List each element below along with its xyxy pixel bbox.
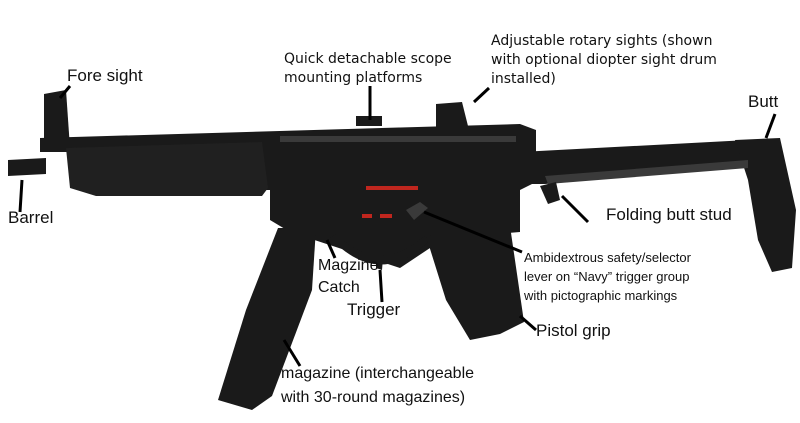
barrel-shape [8,158,46,176]
magazine-catch-label: Magzine Catch [318,257,379,296]
butt-stock [520,138,796,272]
selector-lever-shape [406,202,428,220]
safety-selector-label: Ambidextrous safety/selector lever on “N… [524,250,691,303]
leader-butt [764,113,777,139]
leader-mag-catch [325,239,337,259]
handguard [66,142,268,196]
butt-label: Butt [748,92,779,111]
rotary-sight-shape [436,102,468,128]
folding-butt-stud-label: Folding butt stud [606,205,732,224]
barrel-label: Barrel [8,208,54,227]
leader-grip [519,314,537,332]
scope-mount-label: Quick detachable scope mounting platform… [284,51,452,86]
leader-lines [18,85,777,367]
leader-butt-stud [560,194,590,224]
trigger-guard [330,234,430,265]
butt-stud-shape [540,182,560,204]
receiver [40,124,536,268]
leader-fore-sight [58,85,72,99]
leader-barrel [18,179,24,213]
red-markings [362,186,418,218]
leader-magazine [282,339,302,367]
leader-trigger [378,269,384,303]
rotary-sights-label: Adjustable rotary sights (shown with opt… [491,33,717,87]
scope-mount-shape [356,116,382,126]
magazine-label: magazine (interchangeable with 30-round … [281,365,475,406]
fore-sight-shape [44,90,70,150]
pistol-grip-label: Pistol grip [536,321,611,340]
fore-sight-label: Fore sight [67,66,143,85]
pistol-grip-shape [426,226,524,340]
magazine-shape [218,228,316,410]
leader-selector [423,210,523,254]
trigger-shape [376,246,384,270]
leader-rotary [472,86,491,104]
trigger-label: Trigger [347,300,401,319]
